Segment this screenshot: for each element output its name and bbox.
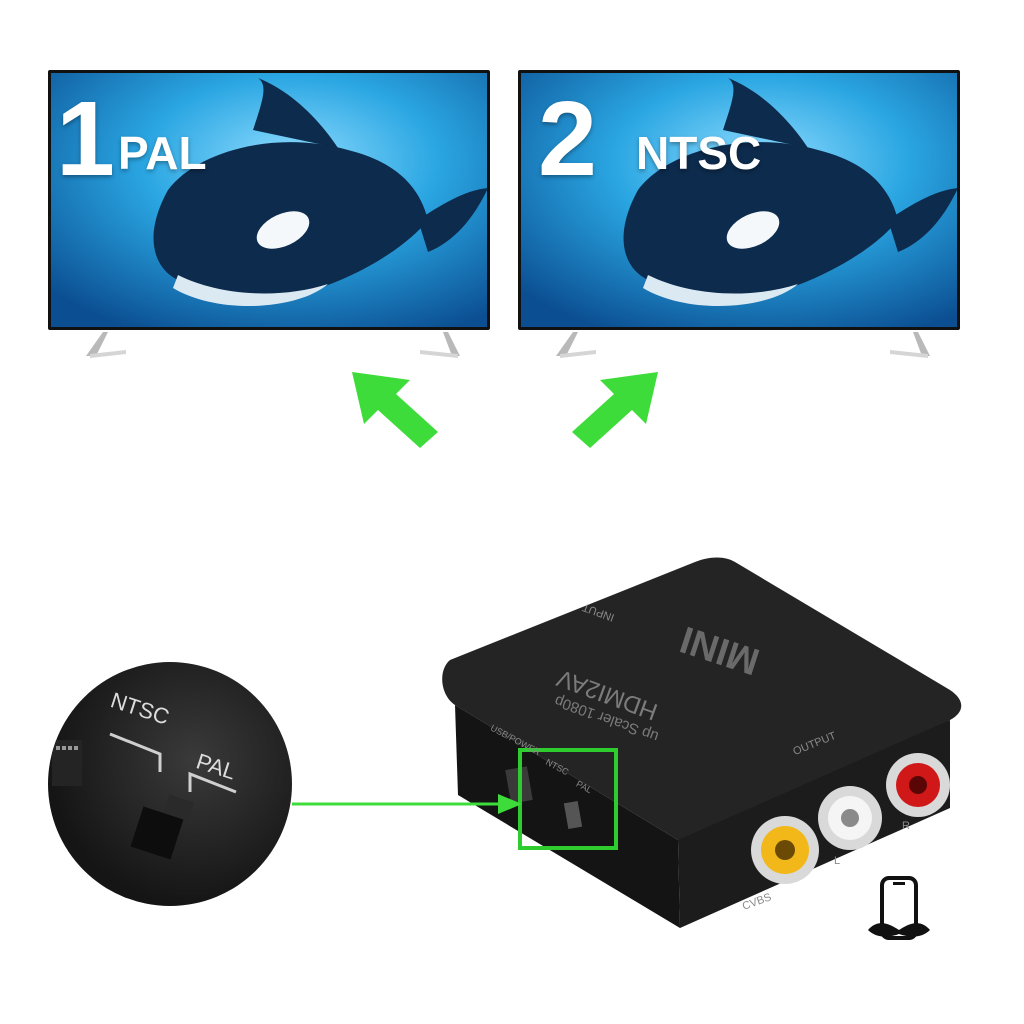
rca-right-port — [886, 753, 950, 817]
port-label-left: L — [834, 855, 841, 867]
tv-number: 1 — [56, 80, 115, 198]
tv-mode-label: NTSC — [636, 127, 762, 179]
tv-pal: 1 PAL — [48, 70, 490, 358]
ntsc-pal-switch — [563, 800, 583, 830]
zoom-connector-arrow — [292, 794, 522, 814]
orca-image — [51, 73, 488, 327]
orca-image — [521, 73, 958, 327]
hdmi2av-converter — [442, 557, 962, 928]
rca-left-port — [818, 786, 882, 850]
arrow-up-right-icon — [572, 372, 658, 448]
tv-stand — [556, 332, 930, 358]
zoom-switch-graphic — [52, 732, 237, 860]
phone-mustache-icon — [868, 876, 930, 940]
tv-ntsc: 2 NTSC — [518, 70, 960, 358]
switch-zoom-view: NTSC PAL — [48, 662, 292, 906]
arrow-up-left-icon — [352, 372, 438, 448]
tv-screen — [48, 70, 490, 330]
tv-number: 2 — [538, 80, 597, 198]
port-label-right: R — [902, 820, 910, 832]
switch-highlight — [518, 748, 618, 850]
rca-cvbs-port — [751, 816, 819, 884]
tv-screen — [518, 70, 960, 330]
tv-stand — [86, 332, 460, 358]
tv-mode-label: PAL — [118, 127, 207, 179]
